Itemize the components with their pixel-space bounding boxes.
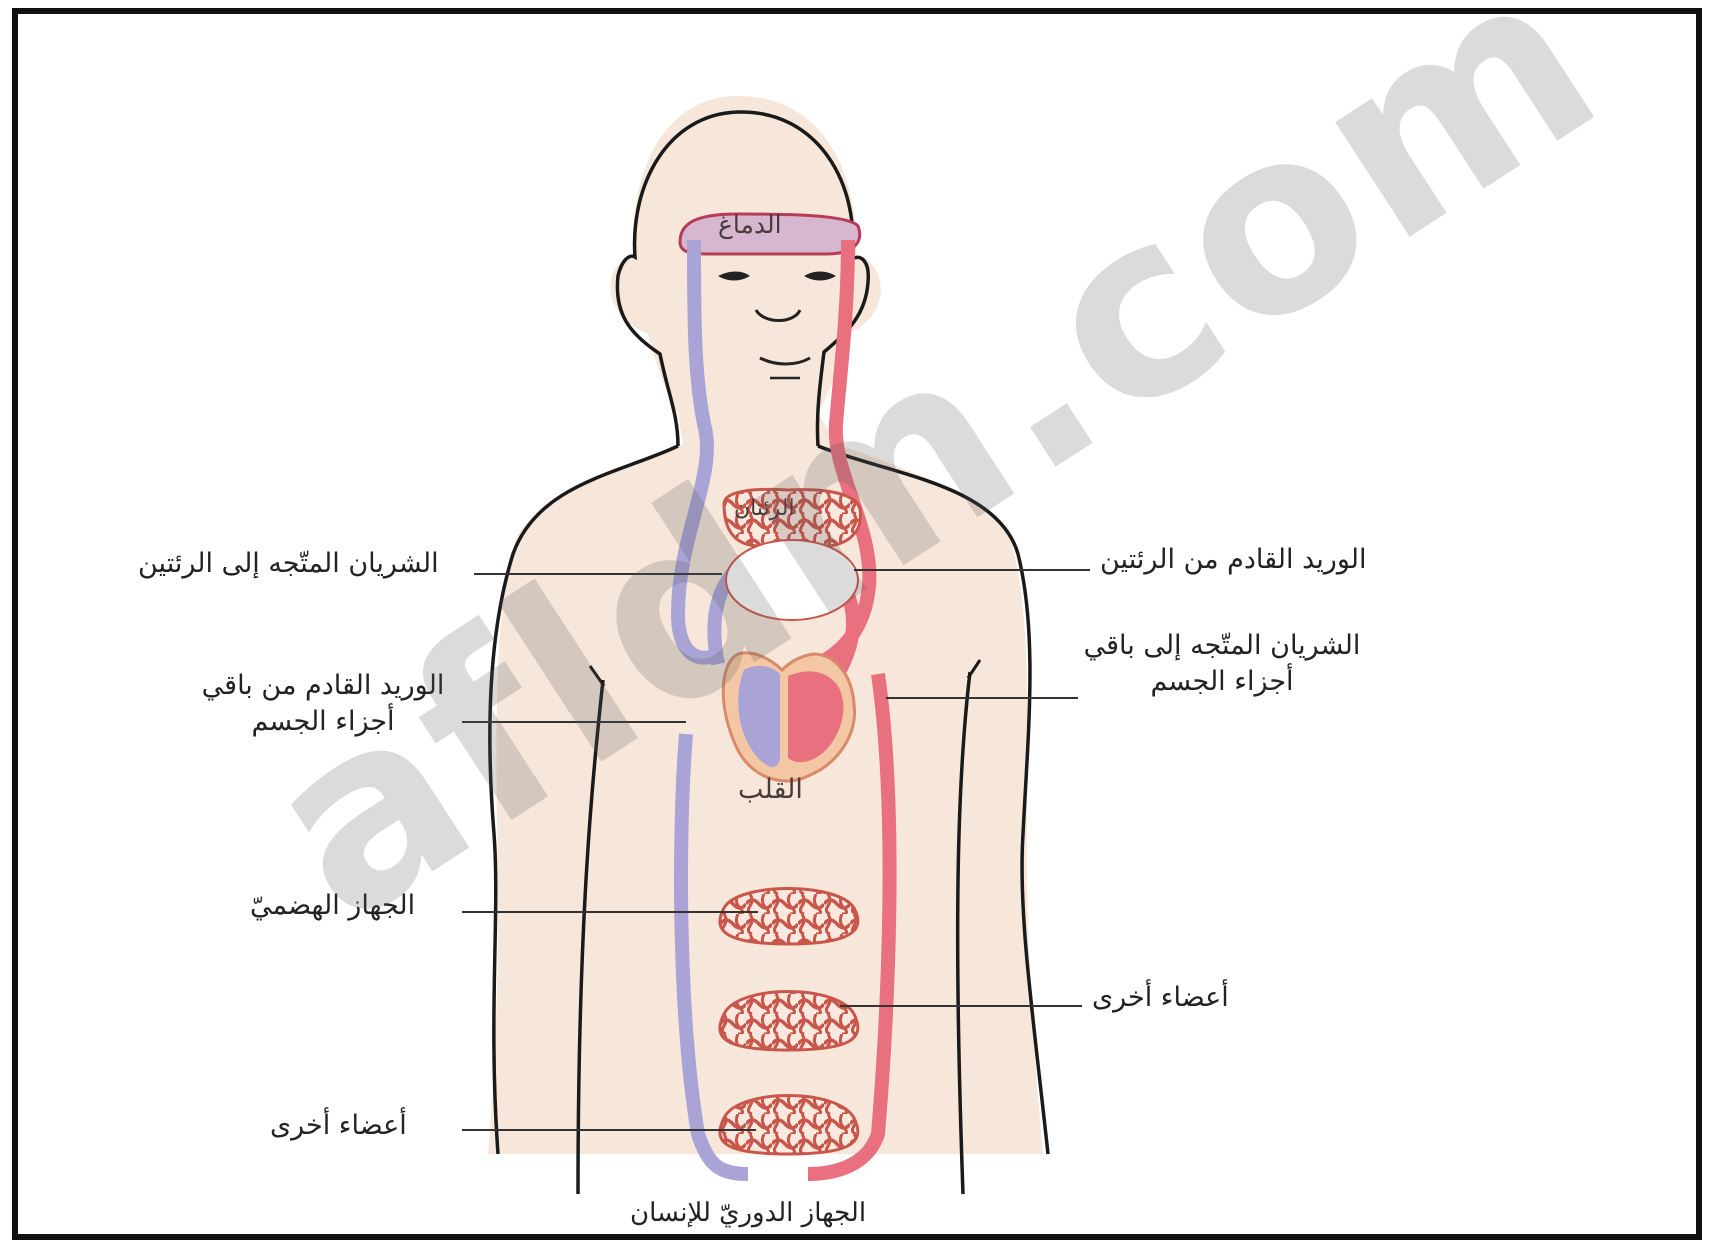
figure-frame: الدماغ الرئتان القلب الشريان المتّجه إلى…: [12, 8, 1702, 1240]
label-other-organs-1: أعضاء أخرى: [1092, 980, 1229, 1016]
brain-label: الدماغ: [718, 210, 782, 239]
heart-label: القلب: [738, 774, 803, 805]
organs-capillary-1: [720, 992, 858, 1051]
label-artery-to-body: الشريان المتّجه إلى باقي أجزاء الجسم: [1072, 628, 1372, 701]
label-artery-to-lungs: الشريان المتّجه إلى الرئتين: [138, 546, 439, 582]
label-artery-to-body-line2: أجزاء الجسم: [1072, 664, 1372, 700]
label-other-organs-2: أعضاء أخرى: [270, 1108, 407, 1144]
figure-caption: الجهاز الدوريّ للإنسان: [630, 1196, 866, 1231]
label-artery-to-body-line1: الشريان المتّجه إلى باقي: [1072, 628, 1372, 664]
digestive-capillary: [720, 889, 858, 945]
label-vein-from-lungs: الوريد القادم من الرئتين: [1100, 542, 1367, 578]
organs-capillary-2: [720, 1096, 858, 1155]
